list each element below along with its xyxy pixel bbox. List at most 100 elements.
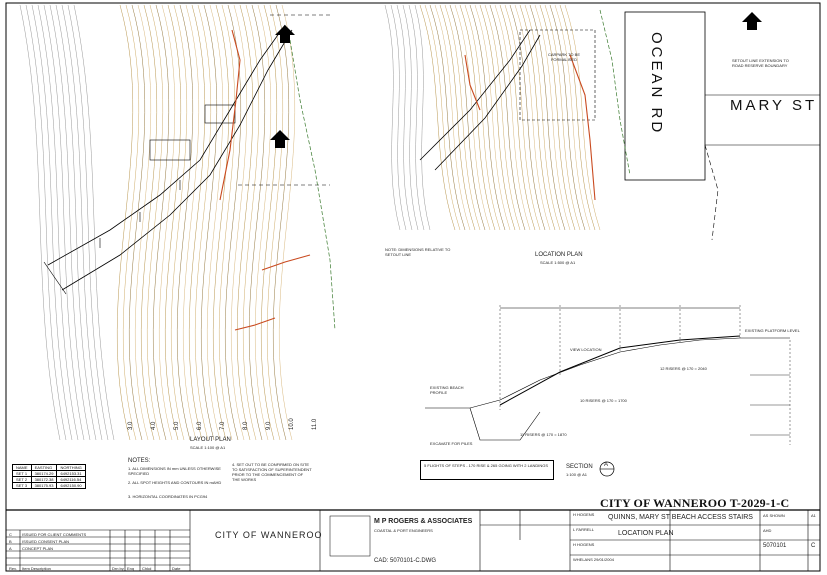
sheet-size: A1 xyxy=(811,513,816,518)
project-engineer: H HOGENS xyxy=(573,512,595,517)
layout-plan-scale: SCALE 1:100 @ A1 xyxy=(190,445,226,450)
rev-item: CONCEPT PLAN xyxy=(22,546,54,551)
road-ocean-rd: OCEAN RD xyxy=(648,32,665,136)
contour-line xyxy=(524,4,561,231)
datum-value: AHD xyxy=(763,528,772,533)
drawing-reference: CITY OF WANNEROO T-2029-1-C xyxy=(600,496,790,510)
setout-header: NORTHING xyxy=(56,464,86,471)
section-label-risers-1: 11 RISERS @ 170 = 1870 xyxy=(520,432,567,437)
contour-line xyxy=(128,4,146,441)
rev-code: A xyxy=(9,546,12,551)
contour-line xyxy=(224,4,242,441)
contour-line xyxy=(188,4,206,441)
rev-header-item: Item Description xyxy=(22,566,51,571)
survey: WHELANS 29/01/2004 xyxy=(573,557,614,562)
contour-label: 10.0 xyxy=(289,418,295,430)
cad-filename: CAD: 5070101-C.DWG xyxy=(374,558,437,564)
contour-line xyxy=(25,4,67,441)
setout-cell: SET 3 xyxy=(12,482,32,489)
contour-label: 8.0 xyxy=(243,421,249,430)
section-label-risers-2: 10 RISERS @ 170 = 1700 xyxy=(580,398,627,403)
setout-cell: 380172.38 xyxy=(30,476,58,483)
contour-line xyxy=(494,4,531,231)
contour-line xyxy=(61,4,103,441)
contour-line xyxy=(236,4,254,441)
contour-line xyxy=(212,4,230,441)
contour-line xyxy=(248,4,266,441)
note-4: 4. SET OUT TO BE CONFIRMED ON SITE TO SA… xyxy=(232,462,312,482)
note-3: 3. HORIZONTAL COORDINATES IN PCG94 xyxy=(128,494,208,499)
contour-line xyxy=(396,4,413,231)
contour-line xyxy=(158,4,176,441)
contour-line xyxy=(140,4,158,441)
layout-plan-caption: LAYOUT PLAN xyxy=(190,437,231,443)
coastline-lines xyxy=(219,29,596,331)
contour-line xyxy=(116,4,134,441)
consultant-sub: COASTAL & PORT ENGINEERS xyxy=(374,528,433,533)
contour-line xyxy=(176,4,194,441)
section-label-excavate: EXCAVATE FOR PILES xyxy=(430,441,473,446)
contour-line xyxy=(134,4,152,441)
setout-cell: 6492150.90 xyxy=(56,482,86,489)
location-plan-scale: SCALE 1:500 @ A1 xyxy=(540,260,576,265)
section-scale: 1:100 @ A1 xyxy=(566,472,587,477)
setout-cell: 6492116.54 xyxy=(56,476,86,483)
project-name: QUINNS, MARY ST BEACH ACCESS STAIRS xyxy=(608,514,753,521)
setout-note: SETOUT LINE EXTENSION TO ROAD RESERVE BO… xyxy=(732,58,789,68)
contour-label: 7.0 xyxy=(220,421,226,430)
rev-code: C xyxy=(9,532,12,537)
contour-line xyxy=(164,4,182,441)
contour-line xyxy=(564,4,601,231)
contour-line xyxy=(152,4,170,441)
contour-line xyxy=(278,4,296,441)
location-plan-caption: LOCATION PLAN xyxy=(535,252,583,258)
drawing-title: LOCATION PLAN xyxy=(618,530,674,537)
north-arrow-icon xyxy=(270,12,762,148)
contour-line xyxy=(499,4,536,231)
road-mary-st: MARY ST xyxy=(730,97,818,114)
contour-line xyxy=(122,4,140,441)
contour-line xyxy=(260,4,278,441)
contour-line xyxy=(414,4,431,231)
contour-label: 6.0 xyxy=(197,421,203,430)
contour-line xyxy=(419,4,456,231)
contour-line xyxy=(444,4,481,231)
flights-note-box: 5 FLIGHTS OF STEPS - 170 RISE & 265 GOIN… xyxy=(420,460,554,480)
drawn-by: L FARRELL xyxy=(573,527,594,532)
project-director: H HOGENS xyxy=(573,542,595,547)
contour-line xyxy=(554,4,591,231)
contour-line xyxy=(469,4,506,231)
contour-line xyxy=(504,4,541,231)
rev-header-date: Date xyxy=(172,566,181,571)
contour-line xyxy=(384,4,401,231)
contour-line xyxy=(489,4,526,231)
contour-line xyxy=(390,4,407,231)
contour-label: 3.0 xyxy=(128,421,134,430)
contour-line xyxy=(254,4,272,441)
rev-header-rev: Rev. xyxy=(9,566,17,571)
note-2: 2. ALL SPOT HEIGHTS AND CONTOURS IN mAHD xyxy=(128,480,222,485)
contour-line xyxy=(146,4,164,441)
contour-line xyxy=(408,4,425,231)
contour-line xyxy=(43,4,85,441)
contour-line xyxy=(242,4,260,441)
section-label-risers-3: 12 RISERS @ 170 = 2040 xyxy=(660,366,707,371)
contour-label: 5.0 xyxy=(174,421,180,430)
plan-linework xyxy=(6,11,820,571)
contour-line xyxy=(194,4,212,441)
contour-line xyxy=(449,4,486,231)
council-name: CITY OF WANNEROO xyxy=(215,530,323,540)
note-1: 1. ALL DIMENSIONS IN mm UNLESS OTHERWISE… xyxy=(128,466,221,476)
carpark-label: CARPARK TO BE FORMALISED xyxy=(547,52,580,62)
contour-line xyxy=(55,4,97,441)
contour-line xyxy=(170,4,188,441)
contour-line xyxy=(19,4,61,441)
scale-value: AS SHOWN xyxy=(763,513,785,518)
contour-line xyxy=(73,4,115,441)
contour-line xyxy=(484,4,521,231)
section-label-view: VIEW LOCATION xyxy=(570,347,602,352)
consultant-name: M P ROGERS & ASSOCIATES xyxy=(374,518,473,525)
contour-line xyxy=(529,4,566,231)
contour-line xyxy=(514,4,551,231)
